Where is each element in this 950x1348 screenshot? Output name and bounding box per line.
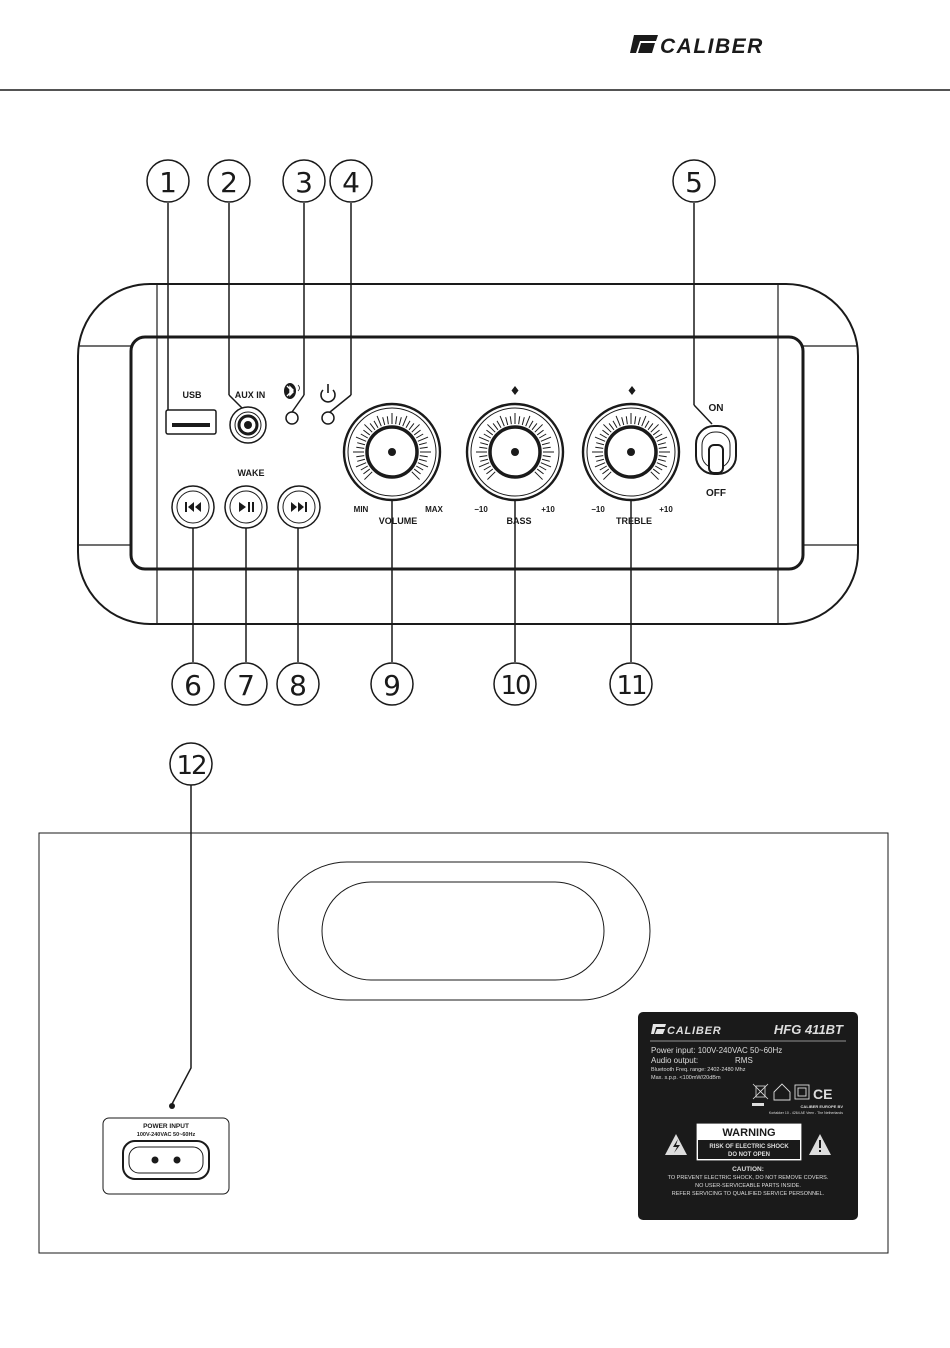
label-divider-bar <box>752 1103 764 1106</box>
label-caution-title: CAUTION: <box>732 1166 764 1173</box>
wake-label: WAKE <box>238 468 265 478</box>
brand-logo: CALIBER <box>630 35 764 58</box>
speaker-back-panel <box>38 832 889 1254</box>
callout-8: 8 <box>276 662 320 706</box>
treble-knob[interactable] <box>581 402 681 502</box>
callout-11: 11 <box>609 662 653 706</box>
callout-3: 3 <box>282 159 326 203</box>
play-pause-icon <box>239 502 254 512</box>
next-track-button[interactable] <box>277 485 321 529</box>
switch-off-label: OFF <box>706 488 726 499</box>
callout-4: 4 <box>329 159 373 203</box>
bass-max-label: +10 <box>541 505 555 514</box>
bass-knob[interactable] <box>465 402 565 502</box>
label-warning-line2: DO NOT OPEN <box>728 1152 770 1158</box>
label-max-spl: Max. s.p.p. <100mW/20dBm <box>651 1075 721 1081</box>
brand-name: CALIBER <box>660 35 764 58</box>
callout-7-number: 7 <box>237 669 255 702</box>
indoor-use-icon <box>773 1083 791 1101</box>
callout-8-number: 8 <box>289 669 307 702</box>
power-input-title: POWER INPUT <box>143 1123 189 1130</box>
previous-track-icon <box>185 502 201 512</box>
bass-min-label: −10 <box>474 505 488 514</box>
label-model: HFG 411BT <box>774 1022 844 1037</box>
callout-2: 2 <box>207 159 251 203</box>
power-led <box>321 411 335 425</box>
power-icon <box>320 384 336 403</box>
label-power-input: Power input: 100V-240VAC 50~60Hz <box>651 1046 782 1055</box>
callout-9-number: 9 <box>383 669 401 702</box>
ce-mark-icon: CE <box>813 1086 832 1102</box>
caution-exclamation-icon <box>809 1134 831 1155</box>
callout-11-number: 11 <box>616 671 646 701</box>
volume-label: VOLUME <box>379 516 418 526</box>
treble-max-label: +10 <box>659 505 673 514</box>
callout-3-number: 3 <box>295 166 313 199</box>
volume-min-label: MIN <box>354 505 369 514</box>
treble-center-marker <box>628 386 636 395</box>
previous-track-button[interactable] <box>171 485 215 529</box>
speaker-front-panel <box>77 283 859 625</box>
callout-1: 1 <box>146 159 190 203</box>
callout-1-number: 1 <box>159 166 177 199</box>
power-input-rating: 100V-240VAC 50~60Hz <box>137 1132 196 1138</box>
label-caliber-logo-icon <box>651 1024 666 1034</box>
label-audio-output: Audio output: <box>651 1056 698 1065</box>
next-track-icon <box>291 502 307 512</box>
callout-10-number: 10 <box>500 671 530 701</box>
aux-in-jack[interactable] <box>229 406 267 444</box>
callout-10: 10 <box>493 662 537 706</box>
aux-in-label: AUX IN <box>235 390 266 400</box>
callout-12-number: 12 <box>176 751 205 781</box>
play-pause-button[interactable] <box>224 485 268 529</box>
label-audio-output-value: RMS <box>735 1056 753 1065</box>
label-address: Kortakker 10 - 4264 AE Veen - The Nether… <box>769 1111 843 1115</box>
treble-min-label: −10 <box>591 505 605 514</box>
callout-4-number: 4 <box>342 166 360 199</box>
callout-12-leader <box>171 784 192 1105</box>
callout-7: 7 <box>224 662 268 706</box>
bluetooth-icon <box>284 383 300 399</box>
callout-6: 6 <box>171 662 215 706</box>
switch-on-label: ON <box>709 403 724 414</box>
carry-handle-recess <box>277 861 651 1001</box>
callout-5: 5 <box>672 159 716 203</box>
caliber-logo-icon <box>630 35 658 53</box>
bluetooth-led <box>285 411 299 425</box>
bass-center-marker <box>511 386 519 395</box>
label-brand: CALIBER <box>667 1025 722 1037</box>
label-warning-line1: RISK OF ELECTRIC SHOCK <box>709 1144 789 1150</box>
volume-knob[interactable] <box>342 402 442 502</box>
callout-2-number: 2 <box>220 166 238 199</box>
label-warning-title: WARNING <box>722 1127 775 1139</box>
weee-bin-icon <box>752 1083 769 1100</box>
usb-port[interactable] <box>165 409 217 435</box>
label-caution-line1: TO PREVENT ELECTRIC SHOCK, DO NOT REMOVE… <box>668 1175 829 1181</box>
power-switch[interactable] <box>695 425 737 475</box>
usb-label: USB <box>182 390 202 400</box>
power-input-socket[interactable] <box>122 1140 210 1180</box>
treble-label: TREBLE <box>616 516 652 526</box>
label-caution-line3: REFER SERVICING TO QUALIFIED SERVICE PER… <box>672 1191 825 1197</box>
label-caution-line2: NO USER-SERVICEABLE PARTS INSIDE. <box>695 1183 801 1189</box>
callout-6-number: 6 <box>184 669 202 702</box>
callout-12: 12 <box>169 742 213 786</box>
callout-leaders <box>167 203 713 662</box>
label-company: CALIBER EUROPE BV <box>801 1104 844 1109</box>
electric-shock-warning-icon <box>665 1134 687 1155</box>
rating-label: CALIBER HFG 411BT Power input: 100V-240V… <box>638 1012 858 1220</box>
label-bt-freq: Bluetooth Freq. range: 2402-2480 Mhz <box>651 1067 746 1073</box>
callout-5-number: 5 <box>685 166 703 199</box>
bass-label: BASS <box>506 516 531 526</box>
double-insulation-icon <box>794 1084 810 1100</box>
callout-9: 9 <box>370 662 414 706</box>
volume-max-label: MAX <box>425 505 443 514</box>
callout-12-dot <box>169 1103 175 1109</box>
